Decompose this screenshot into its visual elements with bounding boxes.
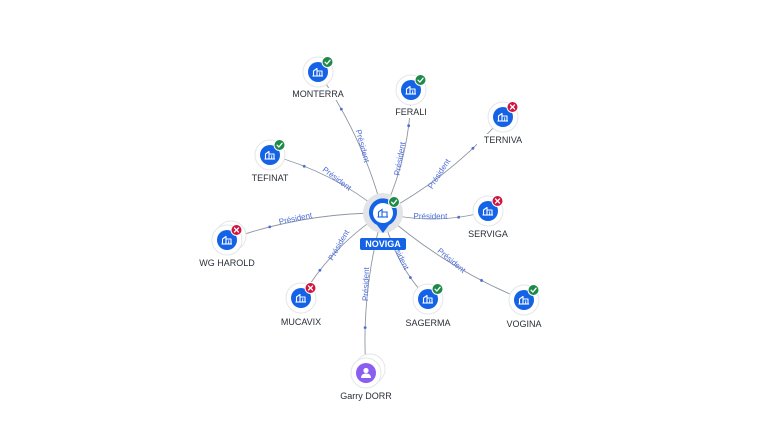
building-icon — [264, 150, 275, 160]
edge-label: Président — [426, 157, 452, 191]
node-label: SERVIGA — [468, 229, 508, 239]
node-label-background — [289, 88, 347, 100]
edge-arrow — [302, 164, 306, 168]
node-label-background — [275, 316, 327, 328]
node-badge — [217, 230, 237, 250]
building-icon — [497, 112, 508, 122]
edge-arrow — [471, 146, 475, 150]
cross-icon — [491, 195, 504, 207]
edge-arrow — [268, 225, 272, 229]
edge-arrow — [408, 276, 412, 279]
building-icon — [377, 208, 388, 218]
edge-label: Président — [278, 210, 314, 226]
node-label: TERNIVA — [484, 135, 522, 145]
node-label-background — [462, 228, 514, 240]
center-pin-inner — [373, 203, 393, 223]
node-label: FERALI — [395, 107, 427, 117]
company-node[interactable]: TERNIVA — [477, 101, 529, 147]
edge-arrow — [363, 326, 367, 330]
building-icon — [405, 85, 416, 95]
node-label-background — [402, 317, 454, 329]
edge-arrow — [407, 124, 411, 128]
node-label-background — [331, 390, 401, 402]
node-label-background — [195, 257, 259, 269]
edge-label: Président — [361, 266, 371, 301]
node-badge — [260, 145, 280, 165]
building-icon — [518, 295, 529, 305]
node-label-background — [501, 318, 547, 330]
cross-icon — [304, 282, 317, 294]
person-node[interactable]: Garry DORR — [331, 353, 401, 402]
company-node[interactable]: MUCAVIX — [275, 282, 327, 329]
edge-label: Président — [354, 129, 372, 165]
node-label-center: NOVIGA — [365, 239, 401, 249]
node-label: MUCAVIX — [281, 317, 321, 327]
node-badge — [478, 201, 498, 221]
person-icon — [361, 367, 371, 378]
building-icon — [221, 235, 232, 245]
edge-label: Président — [436, 246, 468, 275]
edge-label: Président — [327, 228, 352, 262]
check-icon — [273, 139, 286, 151]
node-label: MONTERRA — [292, 89, 344, 99]
building-icon — [482, 206, 493, 216]
relation-edge: Président — [361, 212, 384, 374]
edge-arrow — [480, 279, 483, 282]
node-badge — [308, 62, 328, 82]
edge-label: Président — [413, 212, 448, 221]
node-label-background — [244, 172, 296, 184]
check-icon — [321, 56, 334, 68]
company-node[interactable]: VOGINA — [501, 284, 547, 331]
edge-label: Président — [321, 165, 354, 193]
edge-label: Président — [393, 141, 408, 177]
building-icon — [312, 67, 323, 77]
node-badge — [418, 289, 438, 309]
node-label: SAGERMA — [405, 318, 450, 328]
check-icon — [527, 284, 540, 296]
node-label-background — [388, 106, 434, 118]
edge-arrow — [457, 215, 461, 219]
building-icon — [422, 294, 433, 304]
node-label: TEFINAT — [252, 173, 289, 183]
company-node[interactable]: FERALI — [388, 74, 434, 119]
node-label: VOGINA — [506, 319, 541, 329]
node-badge — [291, 288, 311, 308]
node-label: WG HAROLD — [199, 258, 255, 268]
node-badge — [514, 290, 534, 310]
check-icon — [431, 283, 444, 295]
nodes-layer: MONTERRA FERALI TERNIVA TEFINAT SERVIGA WG HA… — [195, 56, 547, 402]
node-label-background — [360, 238, 406, 250]
edge-arrow — [339, 107, 343, 111]
node-label: Garry DORR — [340, 391, 392, 401]
cross-icon — [506, 101, 519, 113]
building-icon — [295, 293, 306, 303]
company-node[interactable]: SAGERMA — [402, 283, 454, 330]
node-label-background — [477, 134, 529, 146]
node-badge — [401, 80, 421, 100]
check-icon — [414, 74, 427, 86]
company-node[interactable]: WG HAROLD — [195, 220, 259, 269]
relation-edge: Président — [226, 210, 384, 241]
cross-icon — [230, 224, 243, 236]
check-icon — [388, 196, 400, 208]
node-badge — [493, 107, 513, 127]
company-node[interactable]: MONTERRA — [289, 56, 347, 101]
center-node[interactable]: NOVIGA — [360, 193, 406, 250]
company-node[interactable]: SERVIGA — [462, 195, 514, 241]
edge-arrow — [318, 268, 322, 272]
company-node[interactable]: TEFINAT — [244, 139, 296, 185]
